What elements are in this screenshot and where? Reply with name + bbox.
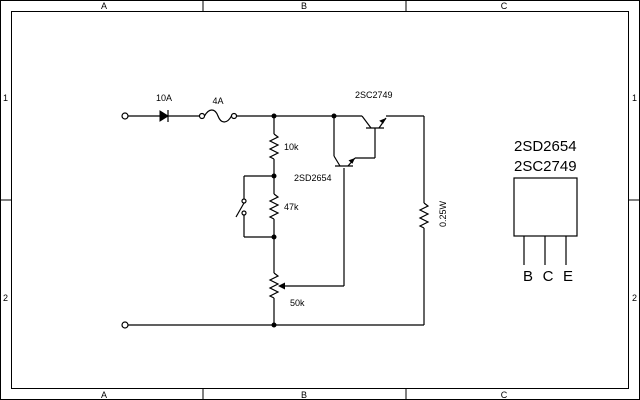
potentiometer-50k-label: 50k [290,298,305,308]
frame-row-2-right: 2 [632,293,637,303]
junction-switch-top [271,173,277,179]
junction-switch-bottom [271,234,277,240]
package-label-line1: 2SD2654 [514,138,577,155]
transistor-q2-label: 2SC2749 [355,90,393,100]
diode-label: 10A [156,93,172,103]
resistor-load [418,202,430,229]
resistor-47k-label: 47k [284,202,299,212]
fuse-label: 4A [212,96,223,106]
transistor-q1-label: 2SD2654 [294,173,332,183]
frame-col-a-bottom: A [101,390,107,400]
input-terminal-negative [121,321,129,329]
junction-top-right [331,113,337,119]
frame-col-c-bottom: C [501,390,508,400]
junction-bottom [271,322,277,328]
transistor-q1 [333,116,356,167]
potentiometer-50k [268,272,280,299]
frame-col-a-top: A [101,1,107,11]
package-pin-b-label: B [523,268,533,285]
transistor-package-body [513,177,578,237]
package-pin-e-label: E [563,268,573,285]
frame-col-b-bottom: B [301,390,307,400]
resistor-47k [268,193,280,220]
resistor-load-label: 0.25W [438,200,448,227]
frame-col-b-top: B [301,1,307,11]
wiper-arrow [278,282,285,290]
frame-row-1-right: 1 [632,93,637,103]
package-pin-c-label: C [543,268,554,285]
frame-col-c-top: C [501,1,508,11]
frame-row-1-left: 1 [3,93,8,103]
fuse-symbol [198,109,238,123]
transistor-q2 [361,115,387,129]
resistor-10k-label: 10k [284,142,299,152]
resistor-10k [268,133,280,160]
package-label-line2: 2SC2749 [514,158,577,175]
junction-top-left [271,113,277,119]
switch-symbol [235,198,247,218]
input-terminal-positive [121,112,129,120]
frame-row-2-left: 2 [3,293,8,303]
diode-symbol [159,110,169,122]
